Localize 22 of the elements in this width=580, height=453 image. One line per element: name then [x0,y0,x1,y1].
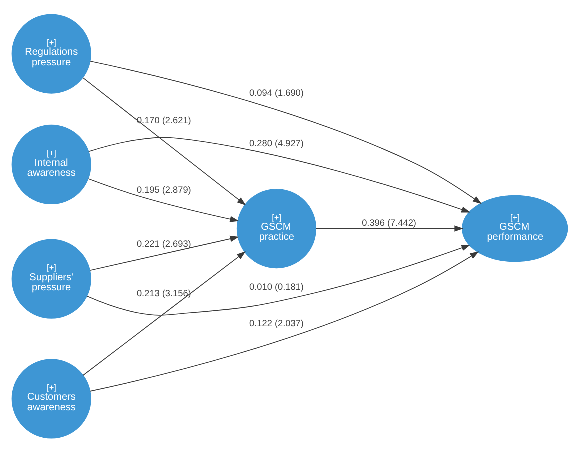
node-circle: [+] Suppliers' pressure [12,239,92,319]
edge-label: 0.094 (1.690) [250,88,304,98]
edge-label: 0.010 (0.181) [250,282,304,292]
arrow [88,137,471,213]
node-circle: [+] Regulations pressure [12,14,92,94]
edge-label: 0.221 (2.693) [136,239,192,250]
arrow [90,236,240,272]
arrow [82,252,246,376]
arrow [86,245,471,316]
arrow [316,226,464,232]
arrow [82,78,246,206]
arrow [90,60,482,204]
arrow [90,252,480,392]
edge-label: 0.122 (2.037) [250,318,304,329]
arrow [88,178,240,222]
edge-label: 0.213 (3.156) [136,288,192,299]
edge-label: 0.280 (4.927) [250,138,304,148]
edge-label: 0.170 (2.621) [136,116,192,126]
node-circle: [+] Customers awareness [12,359,92,439]
node-circle: [+] Internal awareness [12,124,92,205]
edge-label: 0.396 (7.442) [362,218,416,228]
edge-label: 0.195 (2.879) [136,185,192,196]
